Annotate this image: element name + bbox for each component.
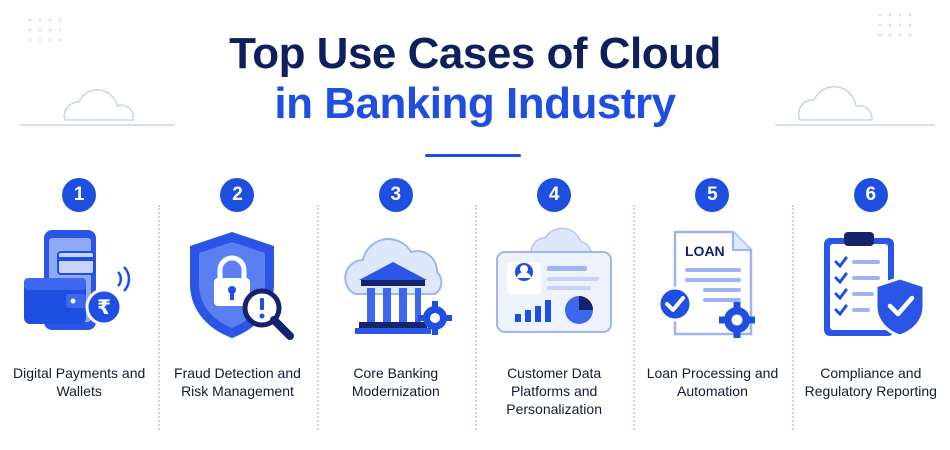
use-case-core-banking: 3 C [316, 175, 475, 435]
title-line-2: in Banking Industry [274, 79, 676, 129]
case-label: Compliance and Regulatory Reporting [804, 365, 937, 400]
dashboard-profile-chart-icon [489, 222, 619, 352]
use-case-fraud-detection: 2 Fraud Detection and Risk Management [158, 175, 316, 435]
svg-text:₹: ₹ [97, 295, 111, 319]
title-underline [425, 154, 521, 157]
shield-lock-magnifier-icon [172, 222, 302, 352]
case-number-badge: 3 [378, 178, 413, 212]
use-cases-row: 1 ₹ Digital Payments and Wallets 2 [0, 175, 950, 435]
case-number-badge: 4 [537, 178, 572, 212]
use-case-loan-processing: 5 LOAN [633, 175, 791, 435]
use-case-digital-payments: 1 ₹ Digital Payments and Wallets [0, 175, 158, 435]
case-label: Fraud Detection and Risk Management [174, 365, 301, 400]
use-case-customer-data: 4 Customer Data Platforms and Persona [474, 175, 633, 435]
case-label: Digital Payments and Wallets [13, 365, 146, 400]
case-number-badge: 6 [853, 178, 888, 212]
cloud-bank-gear-icon [331, 222, 461, 352]
case-label: Customer Data Platforms and Personalizat… [506, 365, 602, 418]
phone-wallet-rupee-icon: ₹ [14, 222, 144, 352]
case-number-badge: 2 [220, 178, 255, 212]
clipboard-checklist-shield-icon [806, 222, 936, 352]
title-line-1: Top Use Cases of Cloud [229, 29, 721, 78]
use-case-compliance: 6 C [791, 175, 950, 435]
loan-document-check-gear-icon: LOAN [647, 222, 777, 352]
case-label: Core Banking Modernization [351, 365, 440, 400]
loan-document-text: LOAN [685, 243, 725, 259]
case-number-badge: 1 [62, 178, 97, 212]
case-label: Loan Processing and Automation [646, 365, 779, 400]
page-title: Top Use Cases of Cloud in Banking Indust… [0, 29, 950, 129]
case-number-badge: 5 [695, 178, 730, 212]
